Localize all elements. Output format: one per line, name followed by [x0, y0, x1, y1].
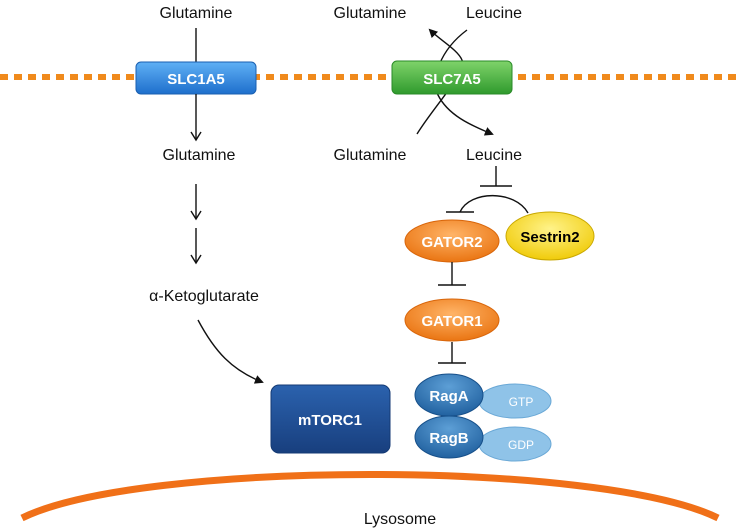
lysosome-membrane: [20, 471, 720, 522]
ragb-node: [414, 415, 484, 459]
mtorc1-label: mTORC1: [298, 412, 362, 429]
gator1-label: GATOR1: [421, 313, 482, 330]
gdp-label: GDP: [508, 438, 534, 452]
extracellular-glutamine-right-label: Glutamine: [334, 5, 407, 22]
gator1-node: [404, 298, 500, 342]
sestrin2-label: Sestrin2: [520, 229, 579, 246]
extracellular-leucine-label: Leucine: [466, 5, 522, 22]
slc7a5-label: SLC7A5: [423, 71, 481, 88]
sestrin2-node: [505, 211, 595, 261]
intracellular-leucine-label: Leucine: [466, 147, 522, 164]
extracellular-glutamine-left-label: Glutamine: [160, 5, 233, 22]
ragb-label: RagB: [429, 430, 468, 447]
leucine-import-arrow: [434, 29, 494, 136]
akg-label: α-Ketoglutarate: [149, 288, 259, 305]
intracellular-glutamine-right-label: Glutamine: [334, 147, 407, 164]
slc7a5-transporter: [391, 60, 513, 95]
raga-label: RagA: [429, 388, 468, 405]
gator2-label: GATOR2: [421, 234, 482, 251]
intracellular-glutamine-left-label: Glutamine: [163, 147, 236, 164]
lysosome-label: Lysosome: [364, 511, 436, 528]
mtorc1-complex: [270, 384, 391, 454]
sestrin2-inhibition-arc: [459, 194, 529, 214]
slc1a5-label: SLC1A5: [167, 71, 225, 88]
gtp-label: GTP: [509, 395, 534, 409]
akg-to-mtorc1-arrow: [197, 319, 264, 384]
